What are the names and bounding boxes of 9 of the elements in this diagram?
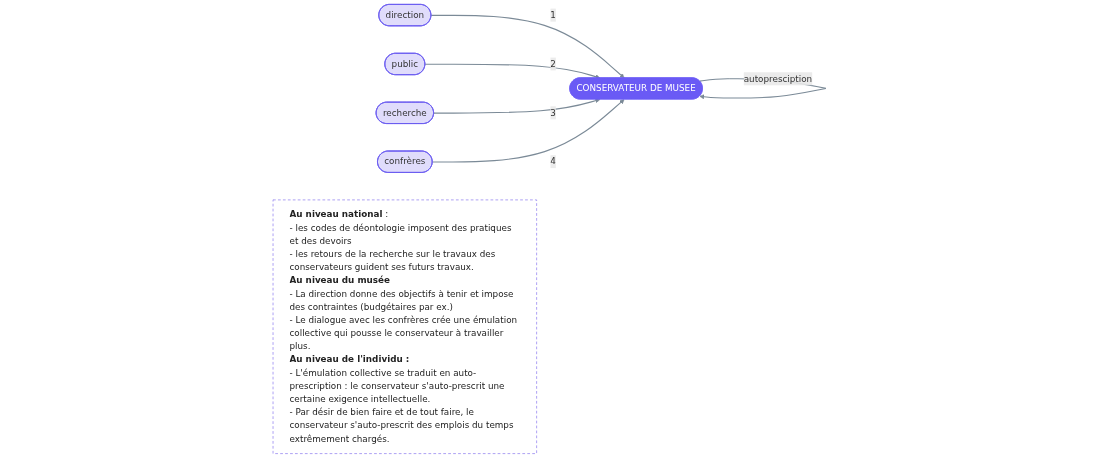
- edge-label: 4: [550, 156, 556, 167]
- edge-label: 2: [550, 58, 556, 69]
- edge-label: 1: [550, 9, 556, 21]
- arrow: [433, 98, 601, 114]
- node-box: Au niveau national : - les codes de déontologie imposent des pratiques et des devoirs - les retours de la recherche sur le travaux des conservateurs guident ses futurs travaux. Au niveau du musée - La direction donne des objectifs à tenir et impose des contraintes (budgétaires par ex.) - Le dialogue avec les confrères crée une émulation collective qui pousse le conservateur à travailler plus. Au niveau de l'individu : - L'émulation collective se traduit en auto-prescription : le conservateur s'auto-prescrit une certaine exigence intellectuelle. - Par désir de bien faire et de tout faire, le conservateur s'auto-prescrit des emplois du temps extrêmement chargés.: [272, 199, 538, 455]
- arrow: [431, 99, 625, 163]
- edge-label: 3: [550, 107, 556, 118]
- edge-label: autopresciption: [743, 73, 813, 84]
- arrow: [430, 14, 625, 79]
